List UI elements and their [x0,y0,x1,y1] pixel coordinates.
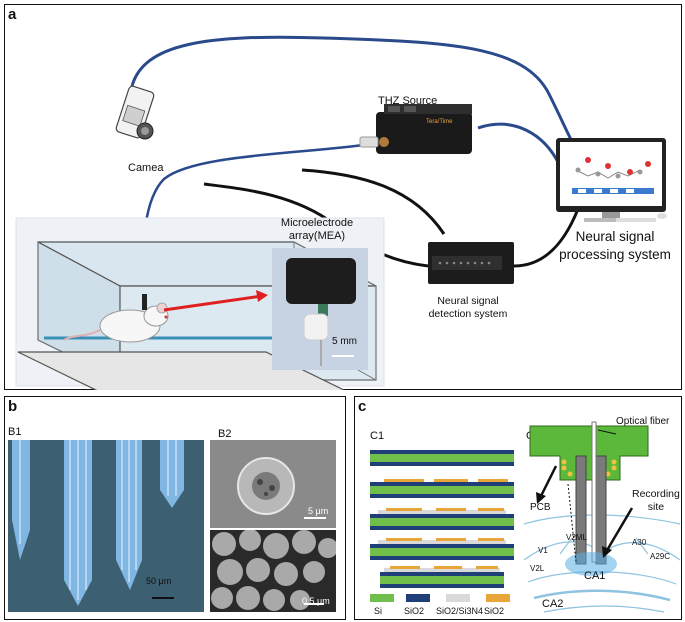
red-arrow [163,290,268,312]
region-v1: V1 [538,546,548,555]
detection-system-label: Neural signal detection system [410,295,526,321]
detection-label-line2: detection system [428,308,508,320]
region-ca1: CA1 [584,570,606,582]
region-ca2: CA2 [542,598,564,610]
panel-a-illustration [15,35,667,390]
b2-micrograph-top [210,440,336,528]
region-v2l: V2L [530,564,545,573]
processing-label-line1: Neural signal [575,229,655,244]
camera-cable [130,35,581,155]
panel-c [354,396,682,620]
b1-label: B1 [8,426,22,438]
legend-sio2-si3n4-swatch [446,594,470,602]
mea-scale-label: 5 mm [332,336,357,347]
b1-micrograph [8,440,204,612]
c1-legend-swatches [370,594,510,602]
legend-sio2-b: SiO2 [484,606,505,616]
panel-b-letter: b [8,398,18,415]
recording-label-line2: site [647,501,665,513]
panel-c-letter: c [358,398,367,415]
mea-label: Microelectrode array(MEA) [269,217,365,243]
camera-icon [115,85,155,140]
thz-brand-label: Tera/Time [426,119,453,125]
b1-scale-label: 50 μm [146,576,172,586]
legend-sio2: SiO2 [404,606,425,616]
mea-label-line1: Microelectrode [280,217,354,229]
mea-photo [272,248,368,370]
legend-sio2-swatch [406,594,430,602]
thz-source-label: THZ Source [378,95,438,107]
b2-scale-top-label: 5 μm [308,506,329,516]
legend-sio2-si3n4: SiO2/Si3N4 [436,606,484,616]
processing-system-label: Neural signal processing system [548,228,682,264]
panel-b [4,396,346,620]
optical-fiber-label: Optical fiber [616,416,670,427]
thz-to-detector-cable [301,168,446,235]
recording-site-label: Recording site [632,488,680,514]
mea-label-line2: array(MEA) [288,230,346,242]
legend-sio2b-swatch [486,594,510,602]
legend-si-swatch [370,594,394,602]
recording-label-line1: Recording [632,488,680,500]
thz-to-computer-cable [477,122,561,165]
c1-fabrication-steps [370,450,514,588]
region-a29c: A29C [650,552,671,561]
detection-system-device [428,242,514,284]
panel-a-letter: a [8,6,17,23]
mouse-illustration [63,294,169,343]
b2-micrograph-bottom [210,530,336,612]
b2-scale-bottom-label: 0.5 μm [302,596,330,606]
b2-label: B2 [218,428,232,440]
c1-label: C1 [370,430,385,442]
detector-to-computer-cable [513,208,580,268]
thz-source-device [359,104,472,154]
camera-label: Camea [128,162,164,174]
detection-label-line1: Neural signal [437,295,499,307]
region-a30: A30 [632,538,647,547]
c2-probe-diagram [524,421,680,613]
pcb-label: PCB [530,502,551,513]
processing-label-line2: processing system [559,247,671,262]
region-v2ml: V2ML [566,533,587,542]
computer-monitor [556,138,667,222]
legend-si: Si [374,606,383,616]
